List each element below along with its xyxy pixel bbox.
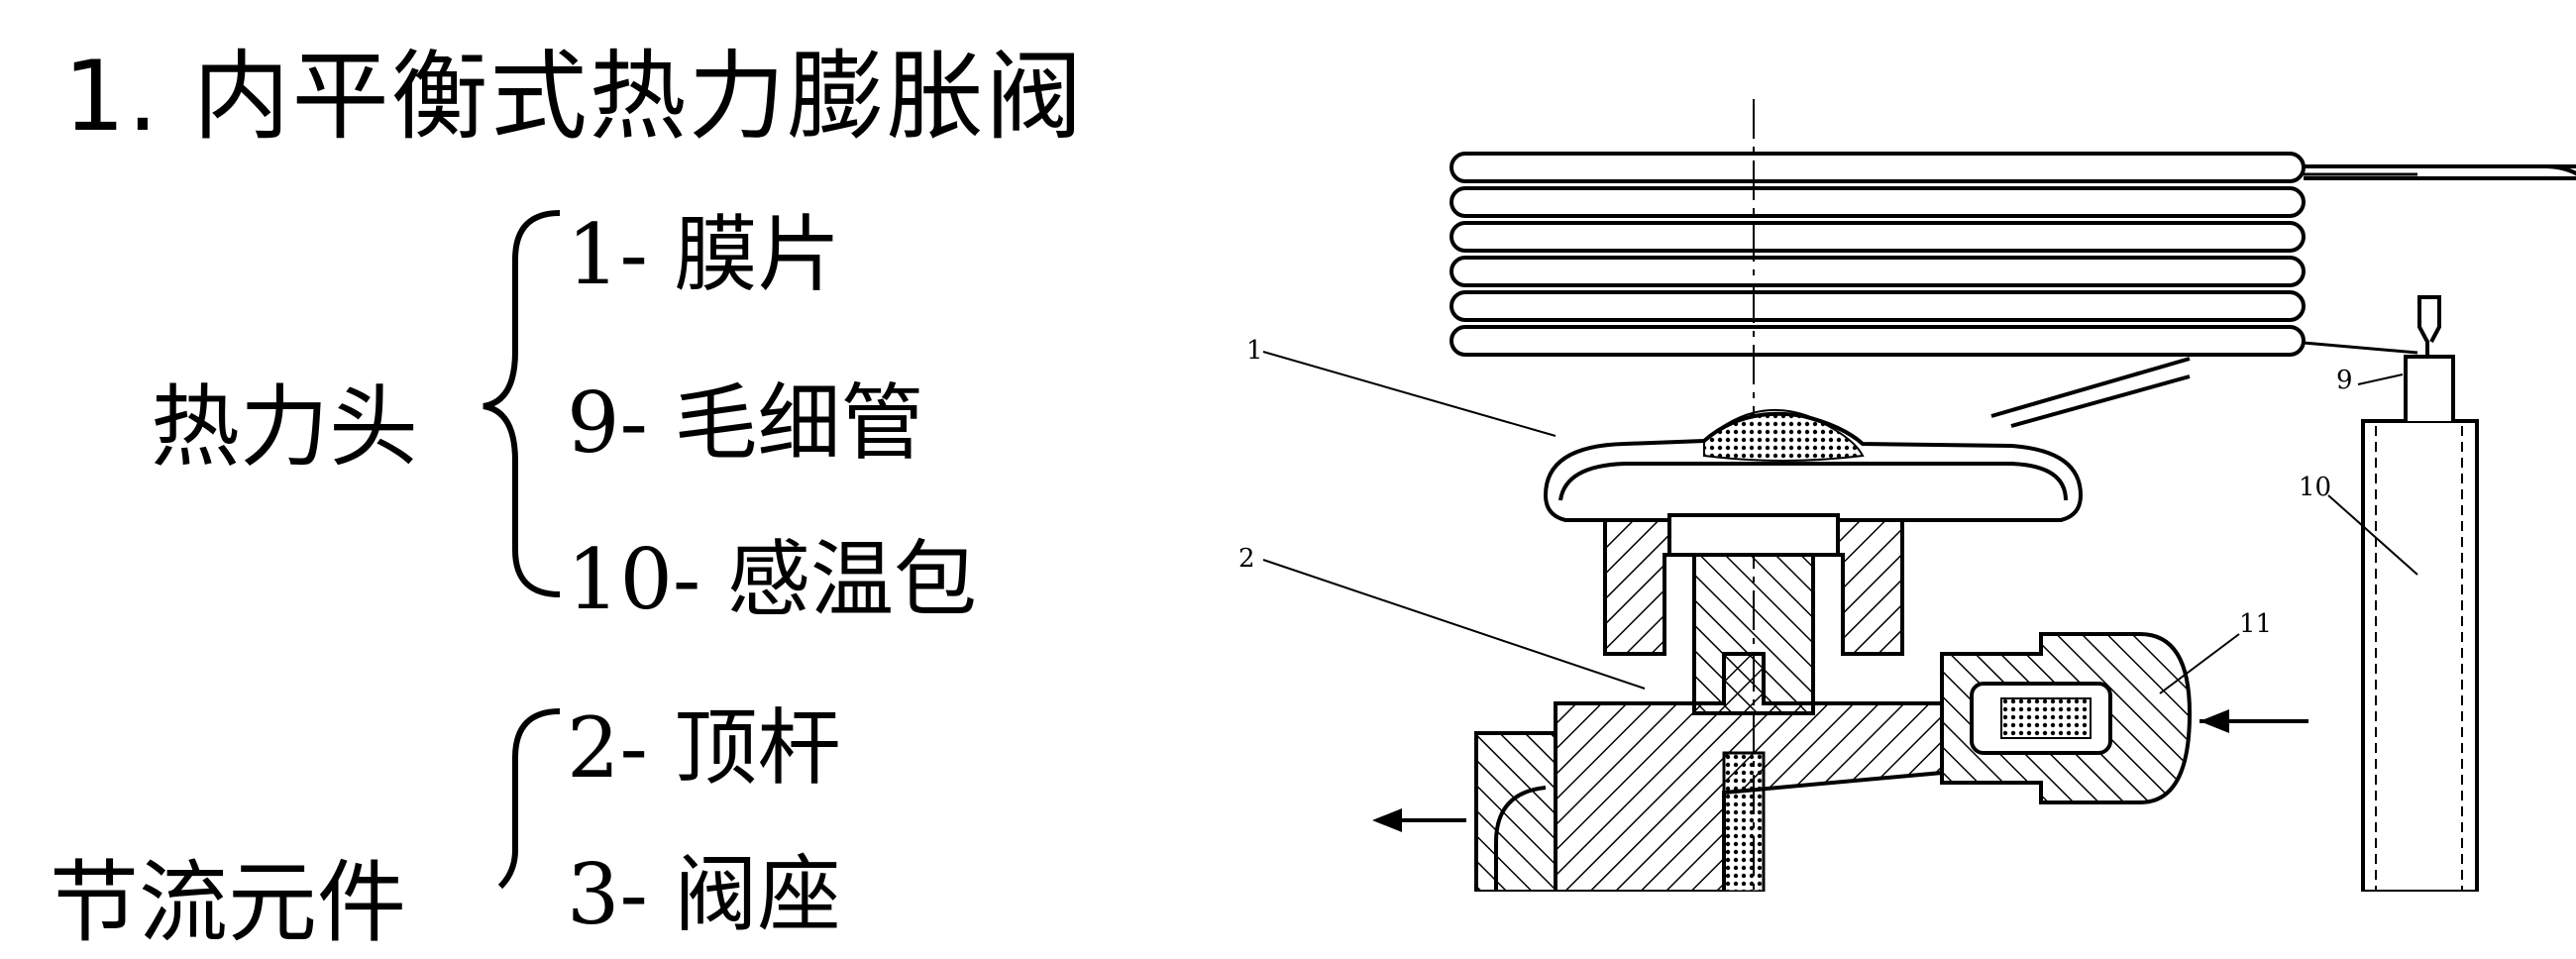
expansion-valve-diagram: 1 2 9 10 11 bbox=[1238, 99, 2576, 892]
inlet-arrow bbox=[2200, 709, 2308, 733]
list-item-capillary: 9- 毛细管 bbox=[567, 374, 924, 472]
group-label-thermal-head: 热力头 bbox=[151, 375, 418, 480]
valve-body bbox=[1474, 652, 1944, 892]
part-label-9: 9 bbox=[2336, 366, 2353, 395]
list-item-valve-seat: 3- 阀座 bbox=[567, 846, 841, 943]
diaphragm-head bbox=[1543, 408, 2084, 522]
part-label-1: 1 bbox=[1246, 336, 1263, 366]
list-item-sensing-bulb: 10- 感温包 bbox=[567, 531, 977, 628]
list-item-diaphragm: 1- 膜片 bbox=[567, 206, 841, 303]
part-label-11: 11 bbox=[2239, 609, 2272, 639]
leader-lines bbox=[1262, 351, 2418, 694]
group-label-throttling-element: 节流元件 bbox=[50, 851, 406, 955]
inlet-fitting bbox=[1940, 632, 2193, 804]
sensing-bulb bbox=[2361, 295, 2479, 892]
part-label-10: 10 bbox=[2299, 473, 2331, 502]
outlet-arrow bbox=[1372, 808, 1466, 832]
page-title: 1. 内平衡式热力膨胀阀 bbox=[63, 41, 1085, 154]
list-item-push-rod: 2- 顶杆 bbox=[567, 699, 841, 797]
capillary-coil bbox=[1449, 152, 2418, 357]
part-label-2: 2 bbox=[1238, 544, 1255, 574]
